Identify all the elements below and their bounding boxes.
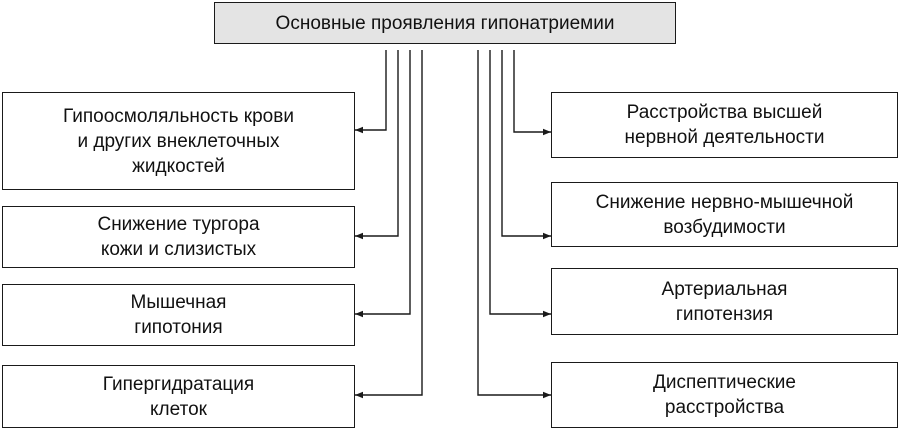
right-box-1: Расстройства высшей нервной деятельности bbox=[551, 92, 898, 158]
connector-right-1 bbox=[513, 50, 551, 136]
left-box-1: Гипоосмоляльность крови и других внеклет… bbox=[2, 92, 355, 190]
right-box-3-label: Артериальная гипотензия bbox=[661, 278, 788, 325]
connector-left-3 bbox=[355, 50, 411, 318]
diagram-title: Основные проявления гипонатриемии bbox=[275, 12, 615, 34]
right-box-3: Артериальная гипотензия bbox=[551, 268, 898, 335]
left-box-4-label: Гипергидратация клеток bbox=[102, 373, 255, 420]
right-box-2: Снижение нервно-мышечной возбудимости bbox=[551, 182, 898, 247]
right-box-4: Диспептические расстройства bbox=[551, 362, 898, 428]
right-box-2-label: Снижение нервно-мышечной возбудимости bbox=[595, 191, 854, 238]
right-box-1-label: Расстройства высшей нервной деятельности bbox=[624, 102, 825, 148]
connector-left-4 bbox=[355, 50, 423, 399]
left-box-4: Гипергидратация клеток bbox=[2, 365, 355, 428]
connector-left-1 bbox=[355, 50, 387, 134]
left-box-2: Снижение тургора кожи и слизистых bbox=[2, 206, 355, 268]
title-box: Основные проявления гипонатриемии bbox=[214, 2, 676, 44]
left-box-3-label: Мышечная гипотония bbox=[130, 292, 227, 338]
right-box-4-label: Диспептические расстройства bbox=[653, 372, 796, 418]
connector-right-2 bbox=[501, 50, 551, 240]
left-box-2-label: Снижение тургора кожи и слизистых bbox=[97, 214, 260, 260]
left-box-1-label: Гипоосмоляльность крови и других внеклет… bbox=[63, 105, 294, 177]
connector-left-2 bbox=[355, 50, 399, 240]
connector-right-4 bbox=[477, 50, 551, 399]
connector-right-3 bbox=[489, 50, 551, 318]
left-box-3: Мышечная гипотония bbox=[2, 284, 355, 346]
